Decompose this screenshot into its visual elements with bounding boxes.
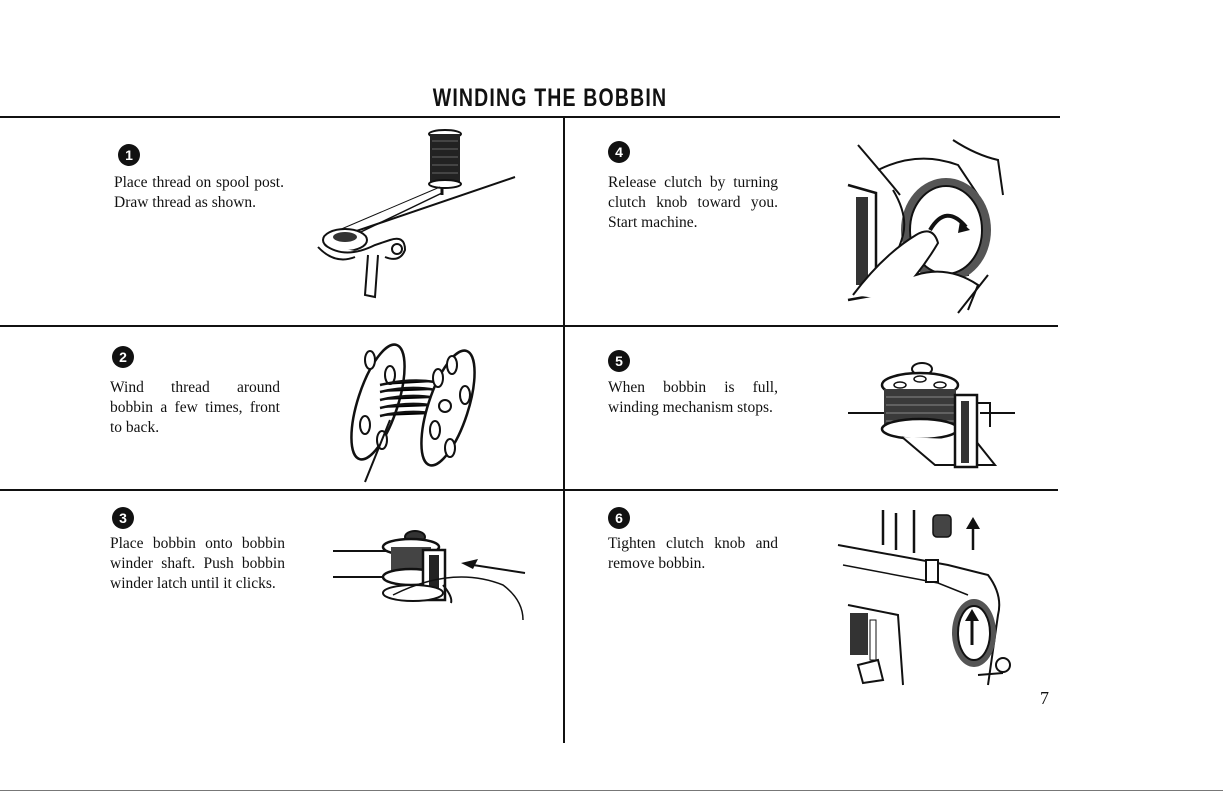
step-6-text: Tighten clutch knob and remove bobbin. (608, 535, 778, 572)
spool-and-thread-guide-illustration (317, 129, 516, 299)
row-divider-2 (0, 489, 1058, 491)
step-2-number-badge: 2 (112, 346, 134, 368)
step-4-number-badge: 4 (608, 141, 630, 163)
row-divider-1 (0, 325, 1058, 327)
step-4-text: Release clutch by turning clutch knob to… (608, 174, 778, 231)
step-6-number-badge: 6 (608, 507, 630, 529)
page-number: 7 (1040, 688, 1049, 708)
step-5-number-badge: 5 (608, 350, 630, 372)
bottom-edge-line (0, 790, 1223, 791)
full-bobbin-on-winder-illustration (848, 362, 1015, 469)
step-2-text: Wind thread around bobbin a few times, f… (110, 379, 280, 436)
step-1-text: Place thread on spool post. Draw thread … (114, 174, 284, 211)
step-3-text: Place bobbin onto bobbin winder shaft. P… (110, 535, 285, 592)
bobbin-with-thread-illustration (350, 343, 476, 483)
hands-turning-clutch-knob-illustration (847, 139, 1004, 314)
top-rule (0, 116, 1060, 118)
machine-with-clutch-knob-illustration (837, 510, 1011, 686)
step-5-text: When bobbin is full, winding mechanism s… (608, 379, 778, 416)
column-divider (563, 117, 565, 743)
page-title: WINDING THE BOBBIN (432, 84, 668, 112)
step-3-number-badge: 3 (112, 507, 134, 529)
step-1-number-badge: 1 (118, 144, 140, 166)
bobbin-on-winder-shaft-illustration (333, 530, 526, 621)
